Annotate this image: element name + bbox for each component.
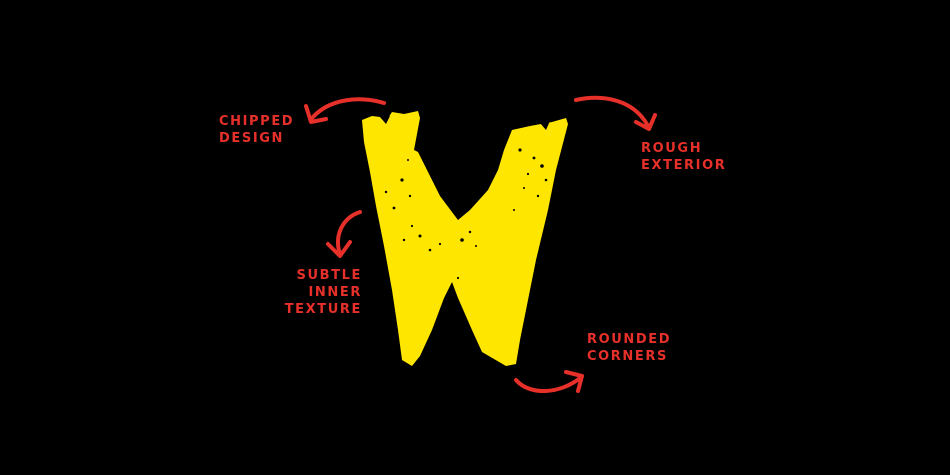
chipped-notches — [380, 116, 550, 130]
inner-texture-specks — [384, 148, 548, 280]
arrow-head-rough — [634, 113, 657, 131]
callout-rounded-corners: ROUNDED CORNERS — [587, 331, 671, 365]
callout-rounded-line1: ROUNDED — [587, 332, 672, 347]
arrow-head-chipped — [304, 104, 328, 124]
callout-chipped-line1: CHIPPED — [219, 114, 295, 129]
callout-chipped-design: CHIPPED DESIGN — [219, 113, 294, 147]
callout-rounded-line2: CORNERS — [587, 349, 668, 364]
arrow-rounded-corners — [514, 376, 582, 394]
callout-rough-line2: EXTERIOR — [641, 158, 727, 173]
callout-rough-exterior: ROUGH EXTERIOR — [641, 140, 726, 174]
callout-subtle-inner-texture: SUBTLE INNER TEXTURE — [272, 267, 362, 318]
arrow-head-subtle — [326, 240, 352, 258]
callout-subtle-line1: SUBTLE — [296, 268, 362, 283]
callout-subtle-line2: INNER — [308, 285, 362, 300]
arrow-subtle-texture — [336, 210, 362, 256]
callout-subtle-line3: TEXTURE — [284, 302, 362, 317]
arrow-chipped-design — [310, 97, 386, 120]
letter-w-glyph — [362, 111, 568, 366]
callout-rough-line1: ROUGH — [641, 141, 703, 156]
arrow-head-rounded — [564, 370, 584, 393]
arrow-rough-exterior — [574, 95, 650, 128]
callout-chipped-line2: DESIGN — [219, 131, 285, 146]
